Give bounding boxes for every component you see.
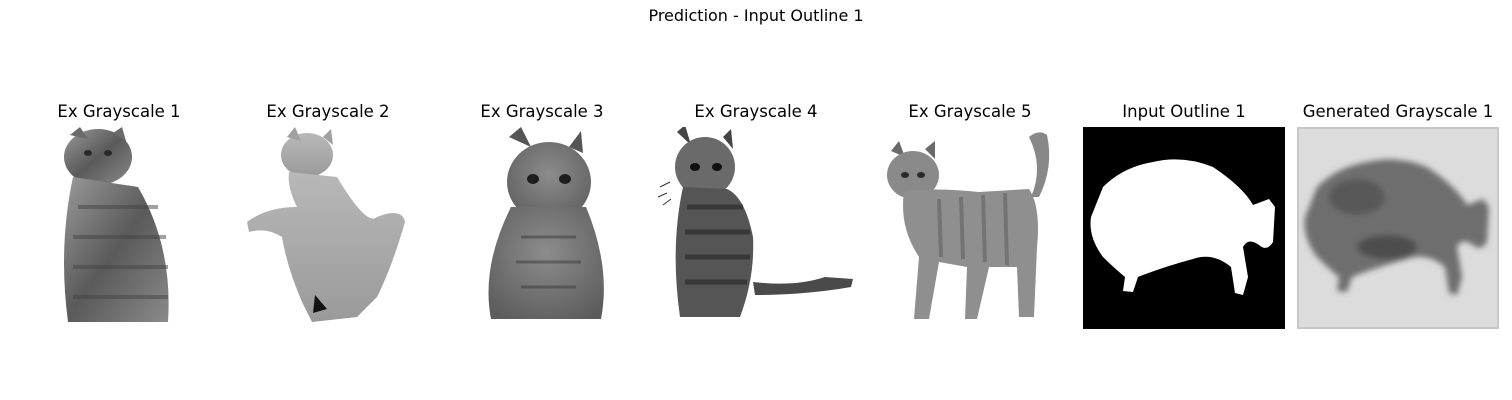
cat-photo-3 <box>441 127 643 329</box>
panel-ex-grayscale-2: Ex Grayscale 2 <box>227 100 429 322</box>
panel-ex-grayscale-3: Ex Grayscale 3 <box>441 100 643 319</box>
panel-title: Ex Grayscale 4 <box>694 102 818 121</box>
panel-title: Ex Grayscale 5 <box>908 102 1032 121</box>
figure-title: Prediction - Input Outline 1 <box>648 6 864 25</box>
cat-photo-4 <box>655 127 857 329</box>
outline-mask-image <box>1083 127 1285 329</box>
cat-photo-5 <box>869 127 1071 329</box>
panel-title: Input Outline 1 <box>1122 102 1246 121</box>
panel-title: Ex Grayscale 1 <box>57 102 181 121</box>
panel-generated-grayscale-1: Generated Grayscale 1 <box>1297 100 1499 329</box>
panel-title: Generated Grayscale 1 <box>1302 102 1494 121</box>
cat-photo-2 <box>227 127 429 329</box>
panel-title: Ex Grayscale 3 <box>480 102 604 121</box>
generated-image <box>1297 127 1499 329</box>
panel-ex-grayscale-4: Ex Grayscale 4 <box>655 100 857 317</box>
panel-title: Ex Grayscale 2 <box>266 102 390 121</box>
panel-ex-grayscale-1: Ex Grayscale 1 <box>18 100 220 322</box>
cat-photo-1 <box>18 127 220 329</box>
panel-input-outline-1: Input Outline 1 <box>1083 100 1285 329</box>
panel-ex-grayscale-5: Ex Grayscale 5 <box>869 100 1071 319</box>
